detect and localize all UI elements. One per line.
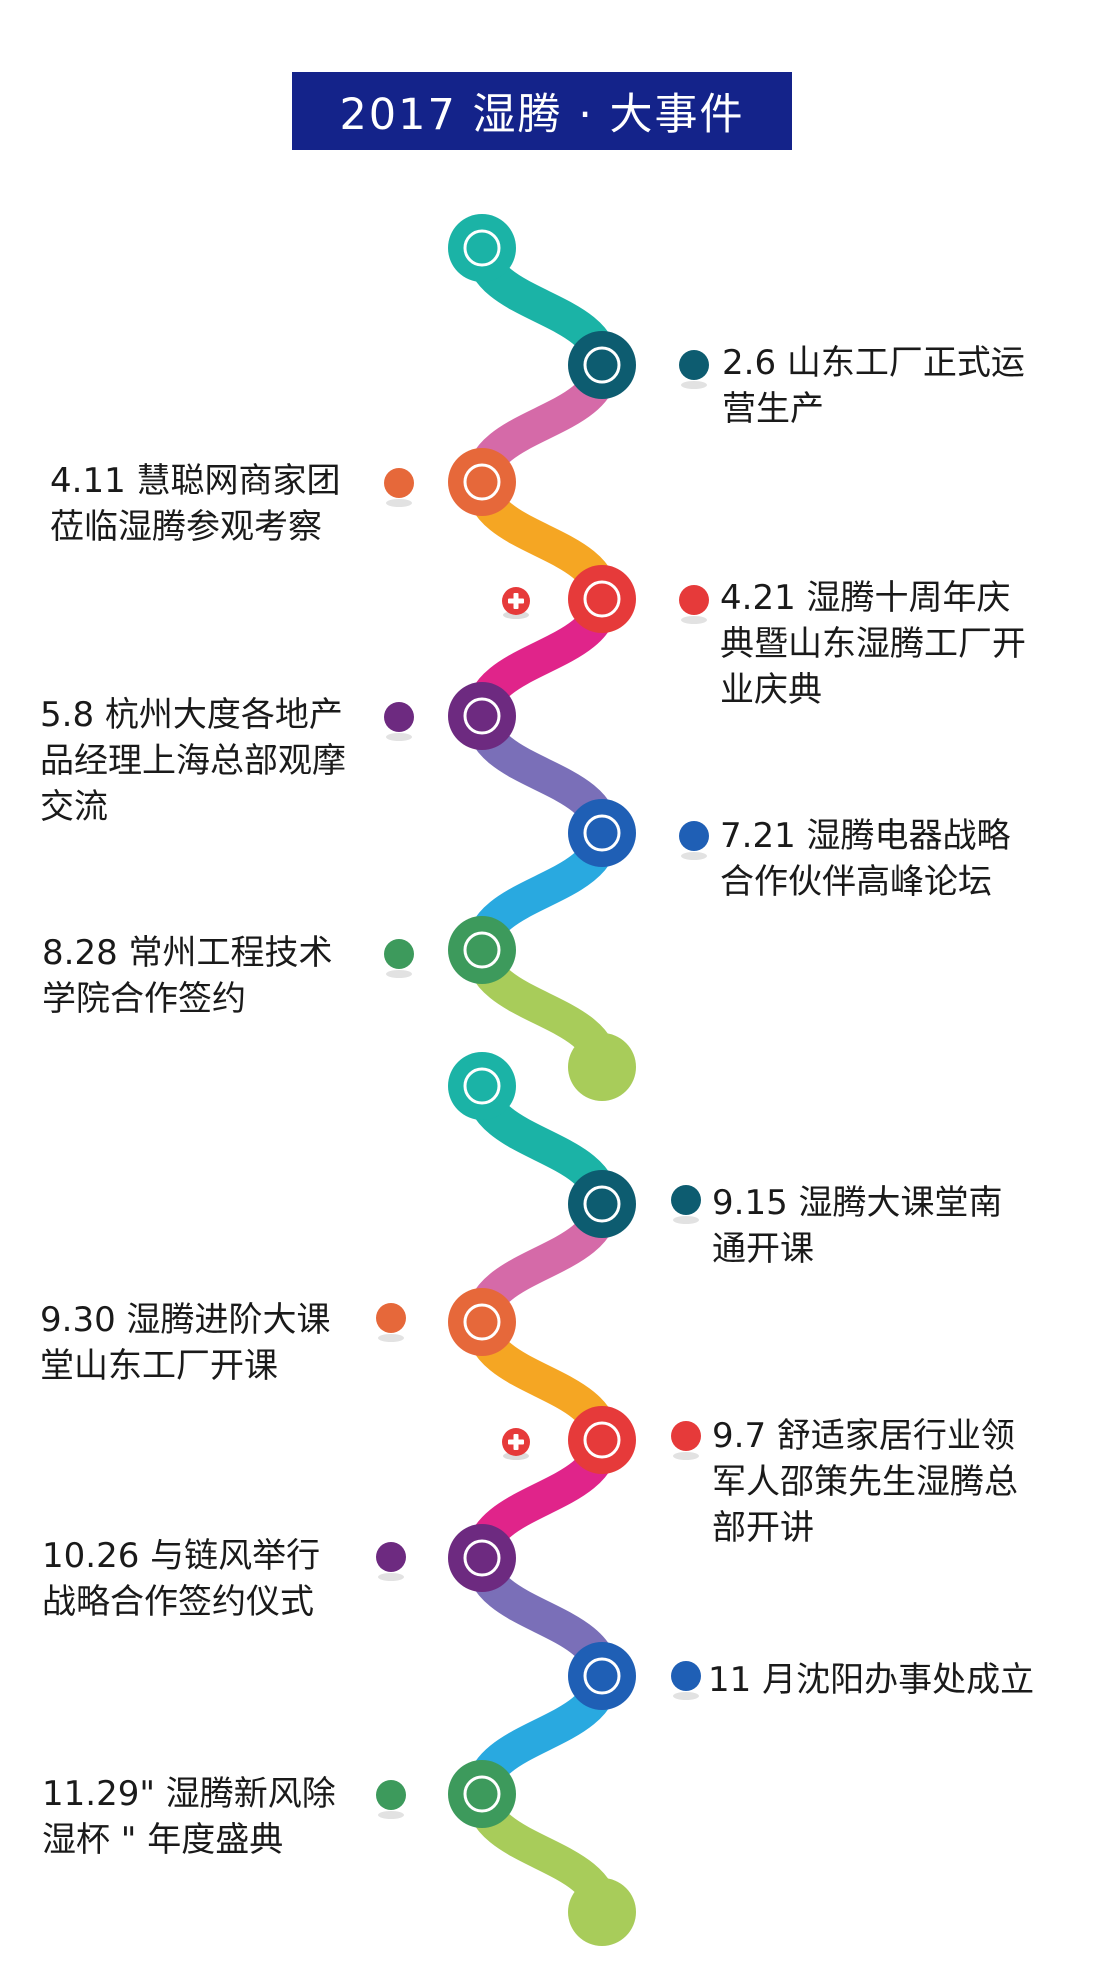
- event-dot-shadow: [673, 1692, 699, 1700]
- event-label: 11 月沈阳办事处成立: [708, 1660, 1035, 1700]
- timeline-node-ring: [463, 931, 501, 969]
- timeline-node: [568, 331, 636, 399]
- timeline-node: [448, 1052, 516, 1120]
- event-dot: [671, 1661, 701, 1691]
- timeline-end-node: [568, 1878, 636, 1946]
- event-dot: [376, 1303, 406, 1333]
- event-label: 5.8 杭州大度各地产 品经理上海总部观摩 交流: [40, 695, 346, 827]
- timeline-node-ring: [463, 1775, 501, 1813]
- timeline-node: [448, 1760, 516, 1828]
- timeline-node-ring: [583, 346, 621, 384]
- event-dot-shadow: [378, 1811, 404, 1819]
- timeline-node-ring: [463, 229, 501, 267]
- event-dot-shadow: [681, 852, 707, 860]
- event-dot: [384, 468, 414, 498]
- event-dot-shadow: [386, 733, 412, 741]
- timeline-node-ring: [583, 1421, 621, 1459]
- timeline-node: [568, 1406, 636, 1474]
- event-dot-shadow: [378, 1573, 404, 1581]
- event-dot: [679, 350, 709, 380]
- event-dot: [376, 1780, 406, 1810]
- event-dot: [671, 1421, 701, 1451]
- event-dot-shadow: [673, 1452, 699, 1460]
- event-label: 11.29" 湿腾新风除 湿杯 " 年度盛典: [42, 1774, 336, 1860]
- event-label: 4.11 慧聪网商家团 莅临湿腾参观考察: [50, 461, 341, 547]
- timeline-node-ring: [463, 1067, 501, 1105]
- event-dot: [679, 821, 709, 851]
- event-label: 2.6 山东工厂正式运 营生产: [722, 343, 1025, 429]
- event-dot: [384, 939, 414, 969]
- event-label: 9.15 湿腾大课堂南 通开课: [712, 1183, 1003, 1269]
- plus-icon: [513, 1434, 519, 1450]
- event-dot-shadow: [386, 499, 412, 507]
- timeline-node-ring: [463, 463, 501, 501]
- event-dot-shadow: [378, 1334, 404, 1342]
- event-dot: [671, 1185, 701, 1215]
- timeline-node: [568, 799, 636, 867]
- event-dot-shadow: [673, 1216, 699, 1224]
- timeline-node: [568, 565, 636, 633]
- event-dot-shadow: [681, 381, 707, 389]
- event-dot: [679, 585, 709, 615]
- timeline-end-node: [568, 1033, 636, 1101]
- event-label: 9.30 湿腾进阶大课 堂山东工厂开课: [40, 1300, 331, 1386]
- event-label: 9.7 舒适家居行业领 军人邵策先生湿腾总 部开讲: [712, 1416, 1018, 1548]
- timeline-node: [448, 1288, 516, 1356]
- event-dot-shadow: [386, 970, 412, 978]
- timeline-node: [448, 448, 516, 516]
- timeline-node-ring: [463, 1303, 501, 1341]
- timeline-node: [448, 682, 516, 750]
- timeline-node: [448, 916, 516, 984]
- timeline-node-ring: [583, 580, 621, 618]
- timeline-node: [448, 214, 516, 282]
- timeline-node: [448, 1524, 516, 1592]
- event-label: 7.21 湿腾电器战略 合作伙伴高峰论坛: [720, 816, 1011, 902]
- event-dot: [384, 702, 414, 732]
- event-label: 8.28 常州工程技术 学院合作签约: [42, 933, 333, 1019]
- timeline-node-ring: [583, 1185, 621, 1223]
- timeline-node: [568, 1642, 636, 1710]
- event-label: 10.26 与链风举行 战略合作签约仪式: [42, 1536, 321, 1622]
- page-title: 2017 湿腾 · 大事件: [339, 90, 745, 140]
- timeline-node: [568, 1170, 636, 1238]
- timeline-node-ring: [583, 1657, 621, 1695]
- plus-icon: [513, 593, 519, 609]
- title-banner: 2017 湿腾 · 大事件: [292, 72, 792, 150]
- event-dot-shadow: [681, 616, 707, 624]
- timeline-node-ring: [463, 1539, 501, 1577]
- event-label: 4.21 湿腾十周年庆 典暨山东湿腾工厂开 业庆典: [720, 578, 1026, 710]
- timeline-node-ring: [583, 814, 621, 852]
- timeline-node-ring: [463, 697, 501, 735]
- event-dot: [376, 1542, 406, 1572]
